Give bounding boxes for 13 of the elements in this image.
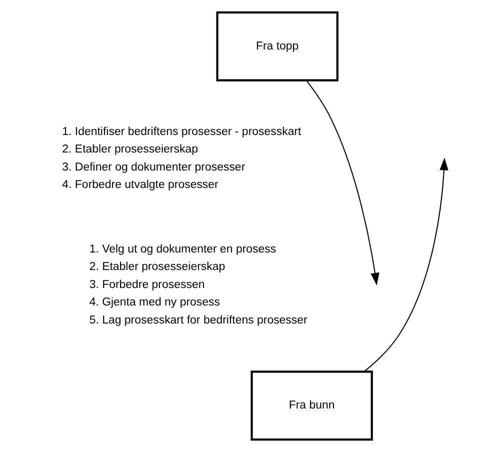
label: 3. Forbedre prosessen	[89, 278, 205, 291]
label: 1. Identifiser bedriftens prosesser - prosesskart	[62, 126, 302, 138]
node-box: Fra bunn	[250, 370, 373, 441]
label: 5. Lag prosesskart for bedriftens prosesser	[89, 314, 308, 326]
arrow	[364, 158, 448, 372]
label: 3. Definer og dokumenter prosesser	[62, 161, 246, 174]
label: 4. Gjenta med ny prosess	[89, 296, 220, 309]
label: 2. Etabler prosesseierskap	[62, 144, 198, 156]
label: 2. Etabler prosesseierskap	[89, 261, 226, 274]
label: 1. Velg ut og dokumenter en prosess	[89, 243, 276, 256]
label: 4. Forbedre utvalgte prosesser	[62, 179, 218, 192]
arrow	[306, 80, 380, 286]
node-box: Fra topp	[216, 11, 338, 82]
